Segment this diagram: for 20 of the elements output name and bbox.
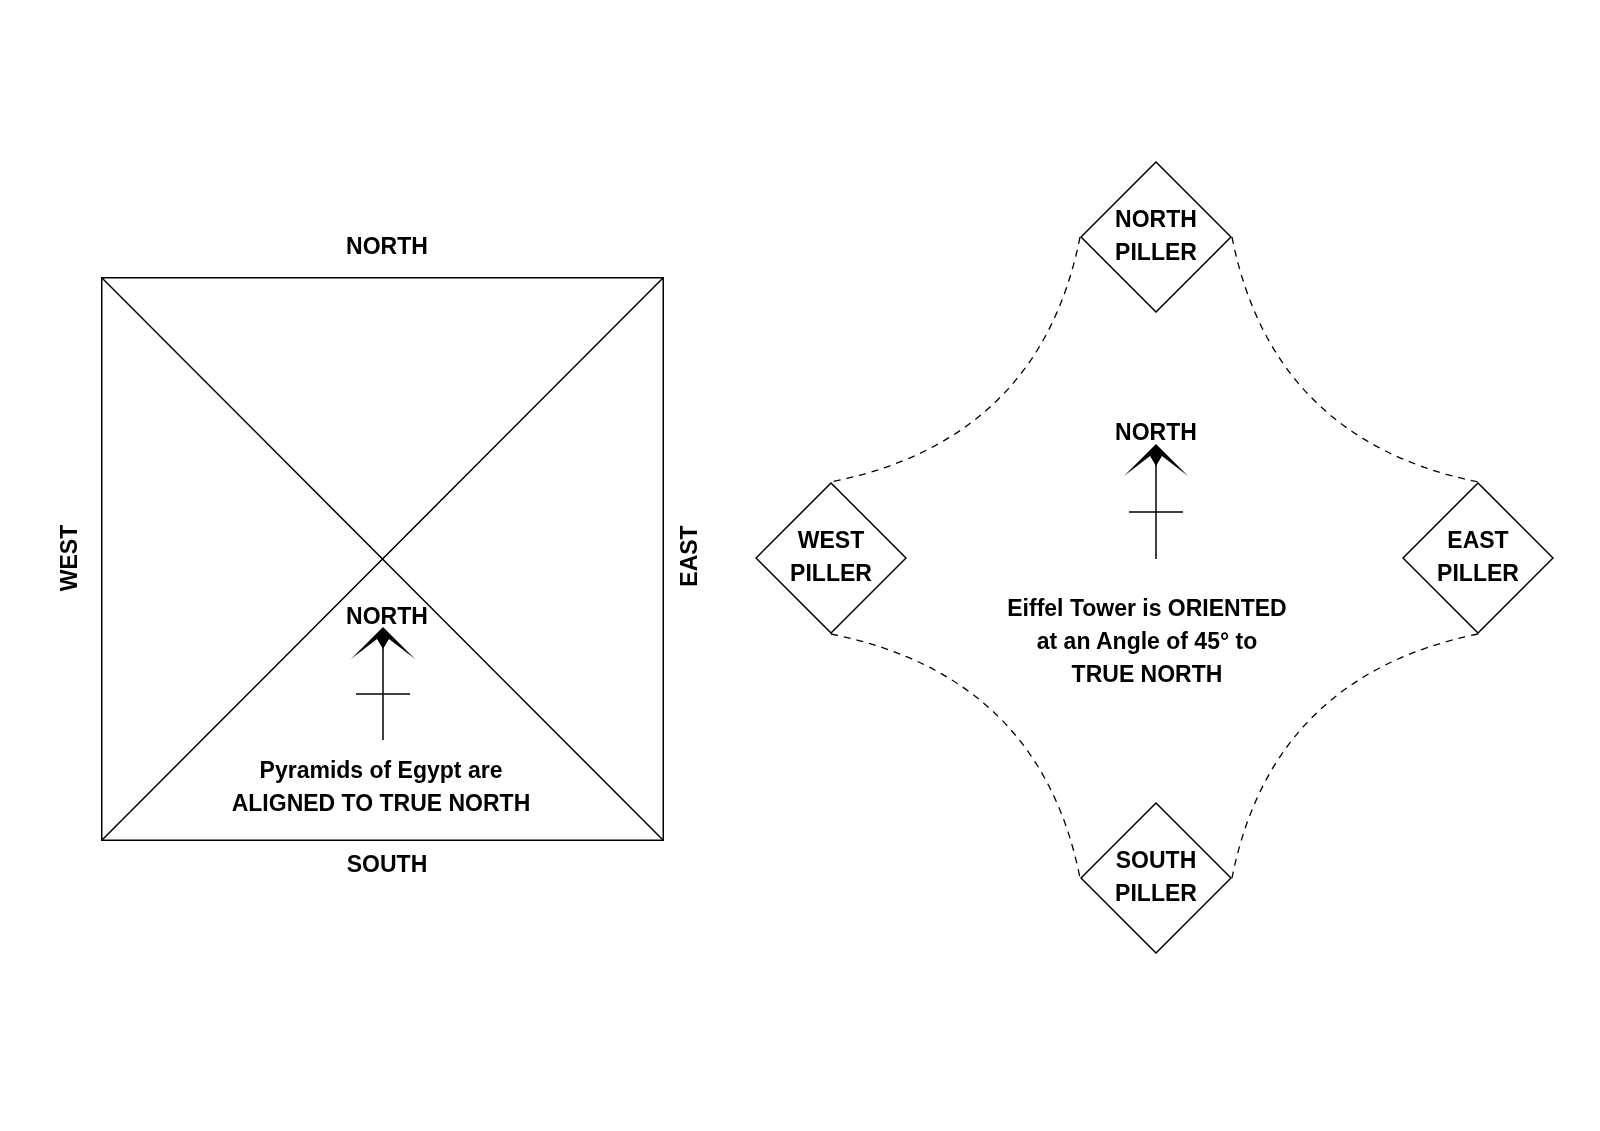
pillar-diamond	[755, 482, 907, 634]
direction-label: NORTH	[346, 601, 428, 631]
direction-label: SOUTH	[346, 849, 428, 879]
node-text: EAST PILLER	[1436, 526, 1520, 588]
direction-label: WEST	[54, 524, 83, 592]
dashed-curve	[1231, 236, 1479, 483]
note-text: Eiffel Tower is ORIENTED at an Angle of 45° to TRUE NORTH	[1007, 593, 1287, 689]
pillar-diamond	[1402, 482, 1554, 634]
node-text: SOUTH PILLER	[1114, 846, 1198, 908]
dashed-curve	[830, 633, 1081, 879]
dashed-curve	[1231, 633, 1479, 879]
pyramid-plan-square	[101, 277, 664, 841]
pillar-diamond	[1080, 802, 1232, 954]
direction-label: NORTH	[1115, 417, 1197, 447]
node-text: NORTH PILLER	[1114, 205, 1198, 267]
node-text: WEST PILLER	[789, 526, 873, 588]
direction-label: EAST	[674, 525, 703, 587]
node-text: Pyramids of Egypt are ALIGNED TO TRUE NORTH	[231, 756, 531, 818]
direction-label: NORTH	[346, 231, 428, 261]
pillar-diamond	[1080, 161, 1232, 313]
